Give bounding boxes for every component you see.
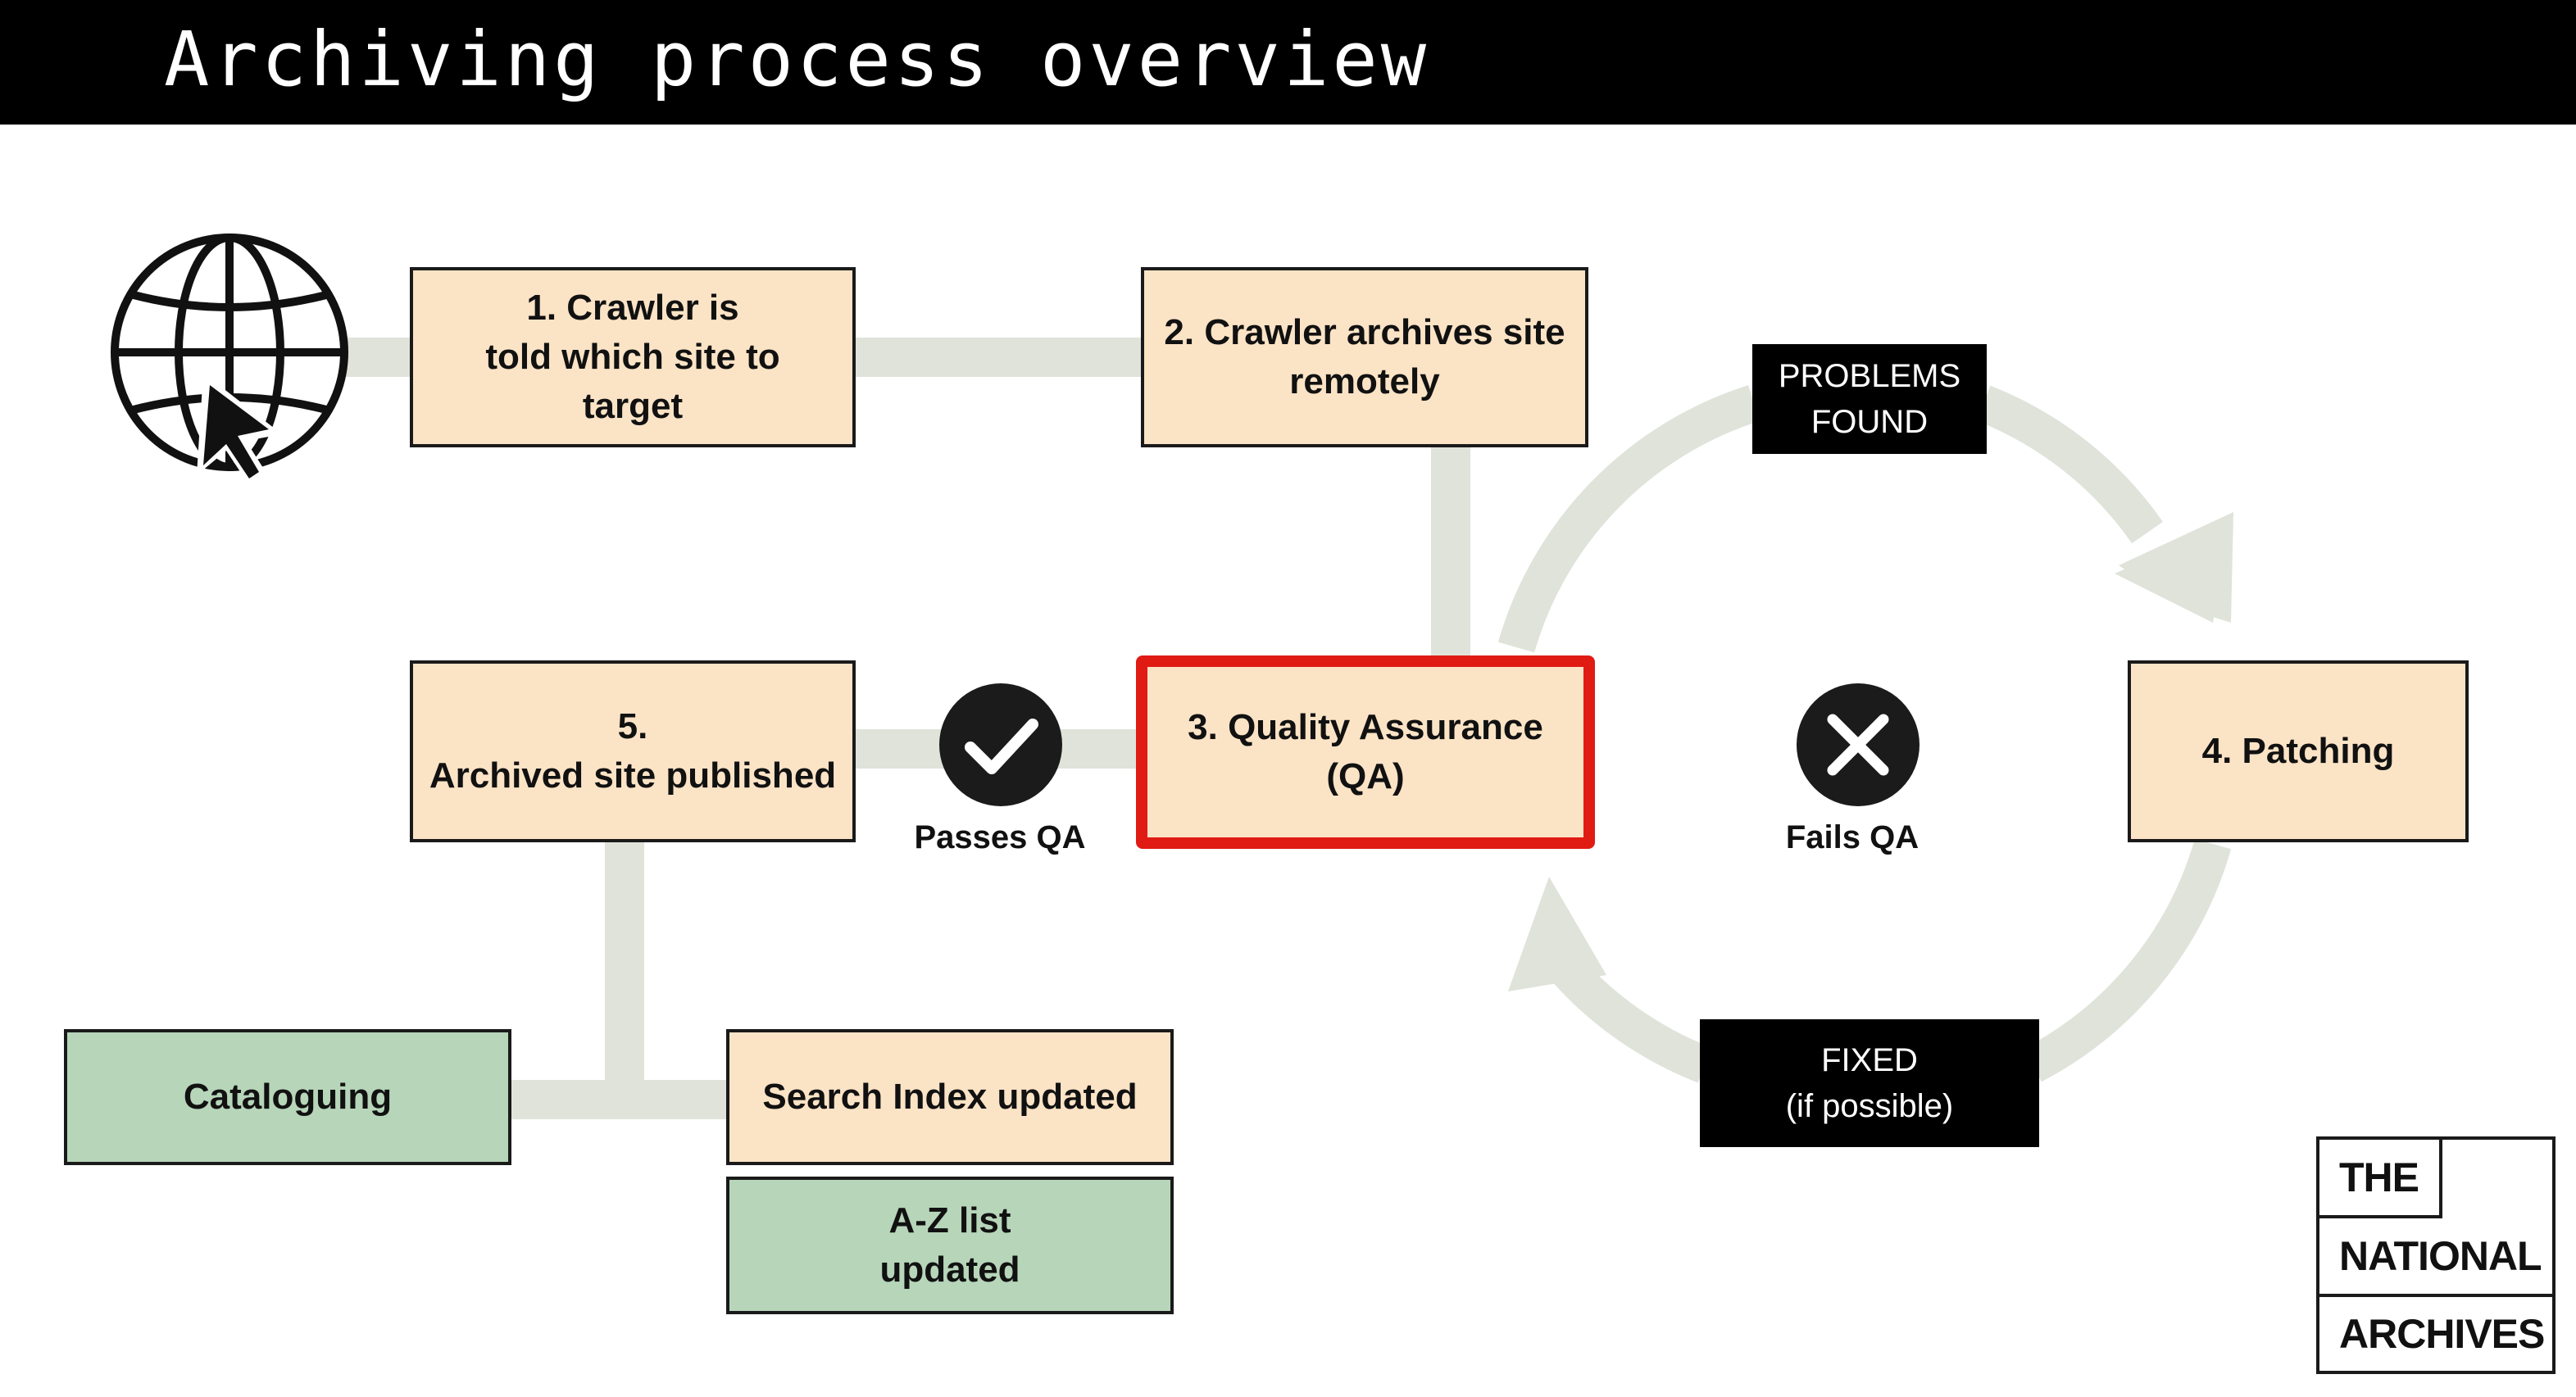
logo-line-archives: ARCHIVES: [2339, 1311, 2545, 1357]
title-bar: Archiving process overview: [0, 0, 2576, 125]
step-2-crawler-archives-box: 2. Crawler archives site remotely: [1141, 267, 1588, 447]
logo-line-the: THE: [2319, 1140, 2442, 1218]
cross-icon: [1797, 683, 1920, 806]
step-3-quality-assurance-box: 3. Quality Assurance (QA): [1136, 655, 1595, 849]
cataloguing-box: Cataloguing: [64, 1029, 511, 1165]
page-title: Archiving process overview: [164, 16, 1430, 103]
fixed-label: FIXED (if possible): [1700, 1019, 2039, 1147]
the-national-archives-logo: THE NATIONAL ARCHIVES: [2316, 1136, 2556, 1374]
search-index-box: Search Index updated: [726, 1029, 1174, 1165]
problems-found-label: PROBLEMS FOUND: [1752, 344, 1987, 454]
step-5-archived-published-box: 5. Archived site published: [410, 660, 856, 842]
fails-qa-caption: Fails QA: [1785, 819, 1920, 855]
checkmark-icon: [939, 683, 1062, 806]
globe-cursor-icon: [111, 234, 348, 488]
logo-line-national: NATIONAL: [2319, 1218, 2552, 1297]
step-1-crawler-told-box: 1. Crawler is told which site to target: [410, 267, 856, 447]
step-4-patching-box: 4. Patching: [2128, 660, 2469, 842]
az-list-box: A-Z list updated: [726, 1177, 1174, 1314]
passes-qa-caption: Passes QA: [914, 819, 1086, 855]
